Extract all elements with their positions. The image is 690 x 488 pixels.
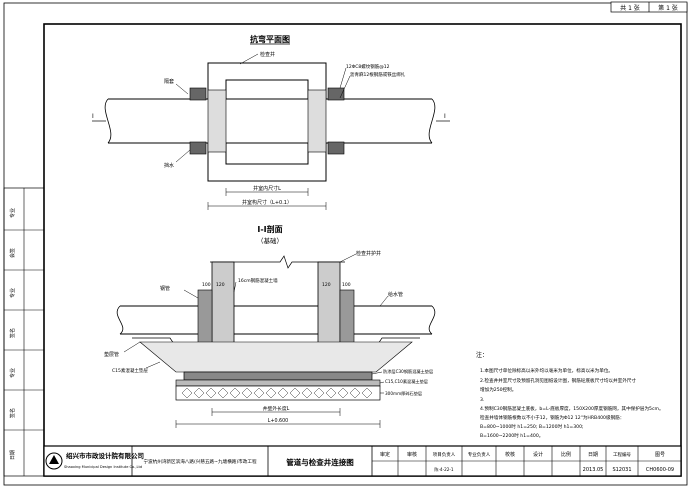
section-subtitle: （基础） [257, 236, 283, 245]
project-name: 宁波杭州湾新区滨海八路(兴慈五路~九塘横路)市政工程 [143, 458, 256, 465]
header-cell: 项目负责人 [433, 451, 456, 458]
label-rebar-wall: 16cm钢筋混凝土墙 [238, 277, 278, 284]
left-signature-strip: 专业 会签 专业 签名 专业 签名 日期 [3, 187, 45, 477]
dim-small: 120 [216, 282, 225, 288]
dim-a: 井壁外长度L [263, 405, 290, 412]
label-left-pipe: 钢管 [160, 285, 170, 292]
dim-small: 100 [202, 282, 211, 288]
note-line: 增加为250控制。 [480, 386, 516, 393]
note-line: 4.预制C30钢筋混凝土底板，b=L-底板厚度，150X200厚度钢筋网，其中保… [480, 405, 664, 412]
sheet-total: 共 1 张 [620, 4, 640, 12]
strip-label: 专业 [9, 288, 16, 298]
sheet-number: 第 1 张 [658, 4, 678, 12]
label-left-bottom: 垫层管 [104, 351, 119, 358]
plan-title: 抗弯平面图 [250, 34, 290, 44]
note-line: 检查井墙体钢筋根数以不小于12，钢筋为Φ12 12"为HRB400级钢筋： [480, 414, 624, 421]
label-layer-2: C15,C10素混凝土垫层 [385, 378, 428, 385]
strip-label: 签名 [9, 408, 16, 418]
title-block: 绍兴市市政设计院有限公司 Shaoxing Municipal Design I… [43, 445, 682, 477]
header-cell: 校核 [505, 451, 515, 458]
label-layer-1: 防渗层C30钢筋混凝土垫层 [383, 368, 433, 375]
note-line: 2.检查井井室尺寸及预留孔洞见图纸设计图，钢筋砼底板尺寸均以井室外尺寸 [480, 377, 636, 384]
header-cell: 审定 [380, 451, 390, 458]
header-cell: 工程编号 [613, 451, 631, 458]
label-rebar-1: 12ΦC8螺纹钢筋@12 [346, 63, 390, 70]
section-mark-right: I [444, 113, 446, 120]
date-value: 2013.05 [583, 467, 604, 473]
label-right-pipe: 给水管 [388, 291, 403, 298]
strip-label: 日期 [10, 450, 16, 460]
section-title: I-I剖面 [257, 224, 282, 234]
base-slab [183, 371, 373, 381]
label-collar: 隔套 [164, 78, 174, 85]
cushion-layer [139, 341, 413, 373]
label-well-body: 检查井 [260, 51, 275, 58]
label-layer-3: 300mm厚碎石垫层 [385, 390, 422, 397]
company-logo-icon [45, 452, 63, 470]
outer-border [3, 2, 688, 486]
sheet-counter: 共 1 张 第 1 张 [610, 1, 688, 13]
header-cell: 图号 [655, 452, 665, 458]
label-wall: 检查井护井 [356, 250, 381, 257]
label-cushion: C15素混凝土垫层 [112, 367, 148, 374]
header-cell: 审核 [407, 451, 417, 458]
header-cell: 日期 [588, 452, 598, 458]
note-line: B=800~1000时 h1=250; B=1200时 h1=300; [480, 423, 584, 430]
strip-label: 签名 [9, 328, 16, 338]
project-number: S12031 [612, 467, 631, 473]
dim-small: 120 [322, 282, 331, 288]
note-line: B=1600~2200时 h1=400。 [480, 432, 543, 439]
dim-inner: 井室内尺寸L [253, 185, 281, 192]
header-cell: 专业负责人 [468, 451, 491, 458]
company-name-cn: 绍兴市市政设计院有限公司 [66, 451, 144, 460]
signature-placeholder: 陈·4-22-1 [434, 466, 454, 473]
dim-b: L+0.600 [268, 418, 288, 424]
section-mark-left: I [92, 113, 94, 120]
dim-outer: 井室构尺寸（L+0.1） [242, 199, 292, 206]
notes: 注： 1.本图尺寸单位除标高以米外均以毫米为单位，标高以米为单位。 2.检查井井… [476, 351, 664, 439]
drawing-number: CH0600-09 [646, 467, 674, 473]
concrete-cushion [175, 379, 381, 387]
header-cell: 比例 [561, 451, 571, 458]
note-line: 1.本图尺寸单位除标高以米外均以毫米为单位，标高以米为单位。 [480, 367, 613, 374]
strip-label: 专业 [9, 208, 16, 218]
header-cell: 设计 [533, 451, 543, 458]
label-rebar-2: 沥青麻12根钢筋或铁丝绑扎 [350, 71, 406, 78]
label-stop-water: 挡水 [164, 162, 174, 169]
dim-small: 100 [342, 282, 351, 288]
notes-heading: 注： [476, 351, 488, 359]
note-line: 3. [480, 397, 484, 403]
strip-label: 专业 [9, 368, 16, 378]
strip-label: 会签 [9, 248, 16, 258]
company-name-en: Shaoxing Municipal Design Institute Co.,… [64, 465, 142, 469]
section-view: I-I剖面 （基础） 100 120 120 100 [104, 224, 436, 428]
plan-view: 抗弯平面图 I I 检查井 12ΦC8螺纹钢筋@12 沥青麻12根钢筋 [92, 34, 450, 210]
drawing-title: 管道与检查井连接图 [286, 457, 354, 467]
